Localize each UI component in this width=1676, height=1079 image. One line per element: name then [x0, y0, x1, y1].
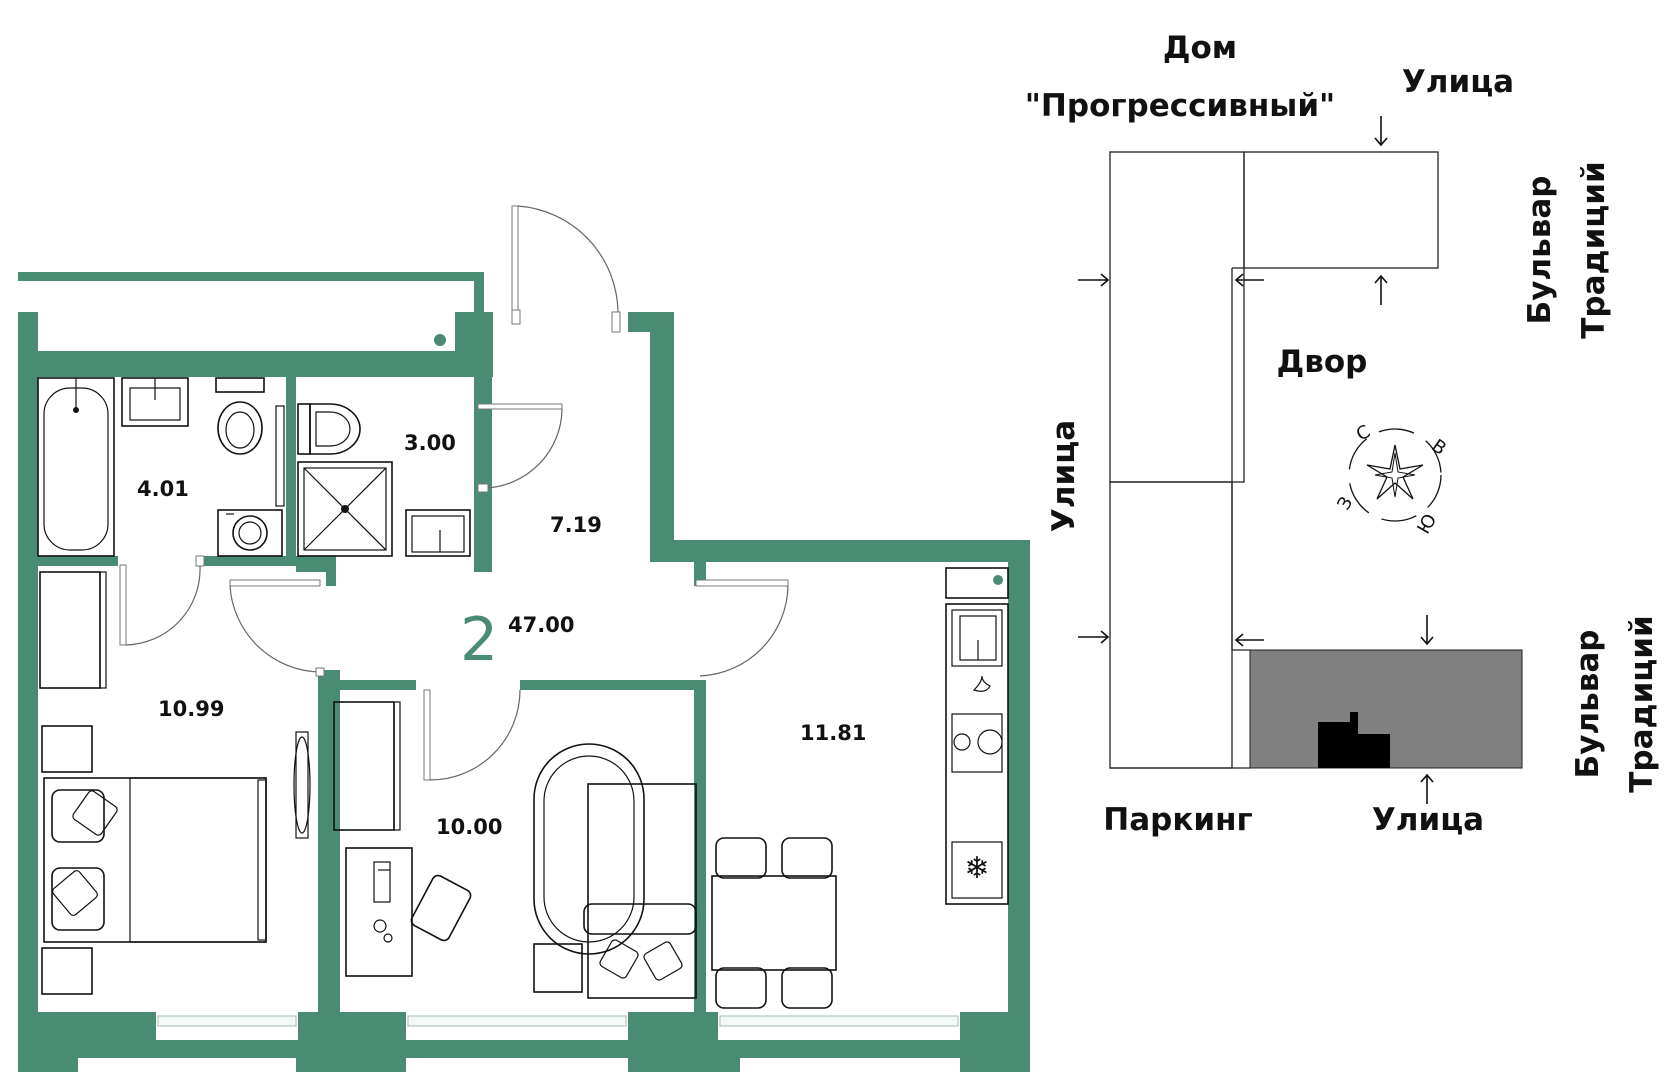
kitchen-furniture: ❄ [711, 567, 1009, 1009]
armchair-bed [533, 743, 697, 999]
entrance-door [511, 205, 621, 333]
street-top-label: Улица [1402, 64, 1514, 100]
svg-text:❄: ❄ [964, 851, 989, 886]
washing-machine [217, 509, 283, 557]
entrance-arrows [1078, 116, 1434, 804]
house-name-line1: Дом [1163, 30, 1237, 66]
towel-rail [275, 405, 285, 507]
area-wc: 3.00 [404, 431, 456, 455]
compass-north: С [1353, 421, 1374, 445]
windows [78, 1012, 960, 1072]
parking-label: Паркинг [1103, 802, 1252, 838]
shower-cabin [297, 461, 393, 557]
area-bedroom: 10.99 [158, 697, 224, 721]
street-left-label: Улица [1046, 420, 1082, 532]
wc-toilet [297, 403, 361, 455]
study-furniture [345, 743, 697, 999]
boulevard-lower-line1: Бульвар [1570, 630, 1606, 779]
compass-east: В [1428, 435, 1450, 459]
site-map: С В Ю З Дом "Прогрессивный" Улица Двор П… [1025, 30, 1660, 838]
floor-plan: ❄ 4.01 3.00 7.19 10.99 10.00 11.81 2 47.… [18, 205, 1030, 1072]
bed [43, 777, 267, 943]
building-outline [1109, 151, 1439, 769]
walls [18, 272, 1030, 1072]
bedroom-furniture [41, 725, 311, 995]
bathroom-toilet [215, 377, 265, 455]
compass-south: Ю [1413, 510, 1441, 537]
house-name-line2: "Прогрессивный" [1025, 88, 1335, 124]
bathtub [37, 377, 115, 557]
compass-rose: С В Ю З [1333, 421, 1450, 538]
balcony-mark [434, 334, 446, 346]
street-bottom-label: Улица [1372, 802, 1484, 838]
rooms-count: 2 [460, 605, 498, 675]
apartment-location-marker [1318, 712, 1390, 768]
interior-doors [119, 403, 789, 781]
boulevard-upper-line1: Бульвар [1522, 176, 1558, 325]
courtyard-label: Двор [1277, 344, 1368, 380]
wc-sink [405, 509, 471, 557]
radiators [39, 571, 401, 831]
area-study: 10.00 [436, 815, 502, 839]
dining-table [711, 837, 837, 1009]
total-area: 47.00 [508, 613, 574, 637]
bathroom-sink [121, 377, 189, 427]
area-kitchen: 11.81 [800, 721, 866, 745]
boulevard-upper-line2: Традиций [1576, 161, 1612, 338]
boulevard-lower-line2: Традиций [1624, 615, 1660, 792]
area-hall: 7.19 [550, 513, 602, 537]
area-bathroom: 4.01 [137, 477, 189, 501]
